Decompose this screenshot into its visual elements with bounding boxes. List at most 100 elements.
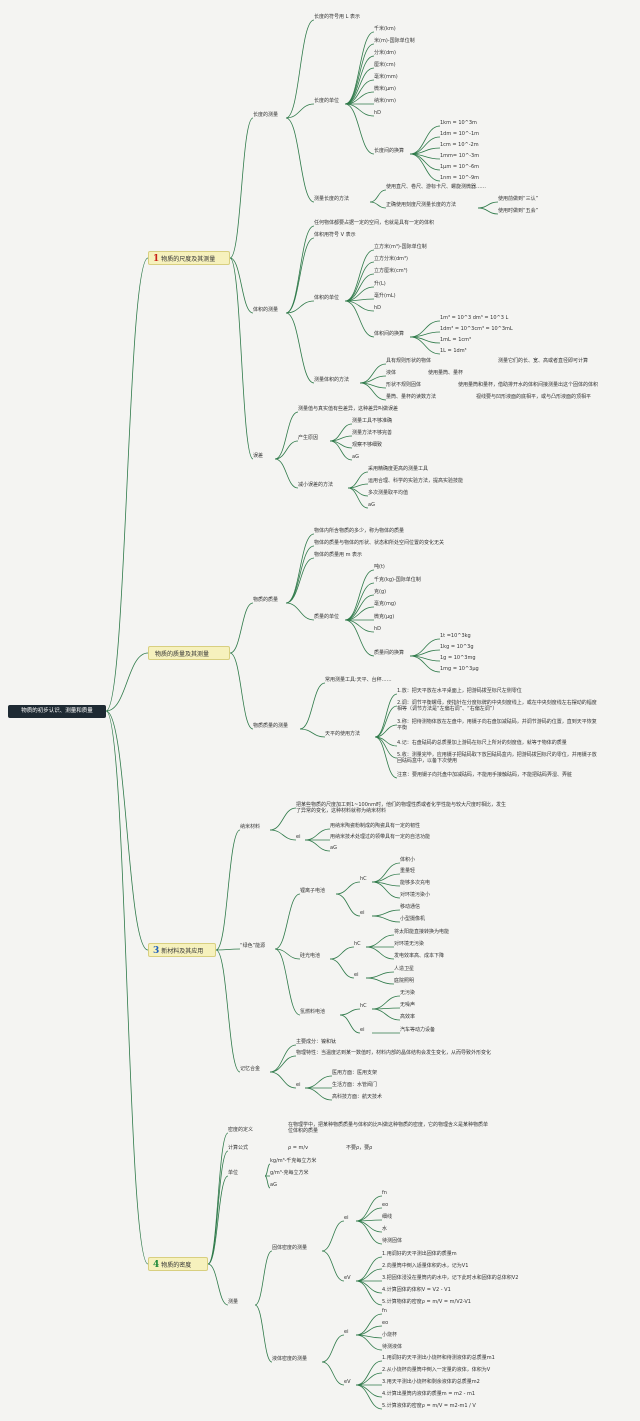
node[interactable]: 测量长度的方法 xyxy=(314,196,350,202)
node[interactable]: 产生原因 xyxy=(298,435,319,441)
node-formula[interactable]: 计算公式 xyxy=(228,1145,249,1151)
node[interactable]: ei xyxy=(344,1215,349,1221)
node[interactable]: aG xyxy=(330,845,337,851)
conversion[interactable]: 1dm = 10^-1m xyxy=(440,131,480,137)
conversion[interactable]: 1mg = 10^3μg xyxy=(440,666,479,672)
step[interactable]: 3.用天平测出小烧杯和剩余液体的总质量m2 xyxy=(382,1379,480,1385)
step[interactable]: 4.计算固体的体积V = V2 - V1 xyxy=(382,1287,451,1293)
unit[interactable]: hD xyxy=(374,305,382,311)
node[interactable]: 形状不规则固体 xyxy=(386,382,422,388)
step[interactable]: 2.从小烧杯向量筒中倒入一定量的液体，体积为V xyxy=(382,1367,491,1373)
unit[interactable]: 分米(dm) xyxy=(374,50,396,56)
node[interactable]: eo xyxy=(382,1320,389,1326)
unit[interactable]: hD xyxy=(374,626,382,632)
node[interactable]: 细线 xyxy=(382,1214,393,1220)
unit[interactable]: 微米(μm) xyxy=(374,86,396,92)
conversion[interactable]: 1mm= 10^-3m xyxy=(440,153,480,159)
unit[interactable]: 吨(t) xyxy=(374,564,385,570)
node[interactable]: aG xyxy=(368,502,375,508)
conversion[interactable]: 1mL = 1cm³ xyxy=(440,337,472,343)
node[interactable]: 使用量筒、量杯 xyxy=(428,370,464,376)
node[interactable]: 锂离子电池 xyxy=(300,888,326,894)
conversion[interactable]: 1kg = 10^3g xyxy=(440,644,474,650)
step[interactable]: 3.把固体浸没在量筒内的水中，记下此时水和固体的总体积V2 xyxy=(382,1275,519,1281)
node[interactable]: 用纳米技术处理过的领带具有一定的自洁功能 xyxy=(330,834,431,840)
node[interactable]: 长度的符号用 L 表示 xyxy=(314,14,360,20)
node[interactable]: ei xyxy=(296,834,301,840)
node[interactable]: 无污染 xyxy=(400,990,416,996)
node[interactable]: 使用直尺、卷尺、游标卡尺、螺旋测微器…… xyxy=(386,184,487,190)
node[interactable]: 汽车等动力设备 xyxy=(400,1027,436,1033)
node[interactable]: 体积的单位 xyxy=(314,295,340,301)
unit[interactable]: 立方厘米(cm³) xyxy=(374,268,408,274)
step[interactable]: 1.用调好的天平测出固体的质量m xyxy=(382,1251,457,1257)
node[interactable]: 氢燃料电池 xyxy=(300,1009,326,1015)
unit[interactable]: 毫克(mg) xyxy=(374,601,396,607)
node[interactable]: 任何物体都要占据一定的空间，也就是具有一定的体积 xyxy=(314,220,435,226)
step[interactable]: 5.计算液体的密度ρ = m/V = m2-m1 / V xyxy=(382,1403,476,1409)
node[interactable]: 测量工具不够准确 xyxy=(352,418,393,424)
node[interactable]: 物体内所含物质的多少，称为物体的质量 xyxy=(314,528,405,534)
node[interactable]: 长度间的换算 xyxy=(374,148,405,154)
node[interactable]: hC xyxy=(360,1003,367,1009)
node[interactable]: 将太阳能直接转换为电能 xyxy=(394,929,450,935)
node[interactable]: hC xyxy=(360,876,367,882)
unit[interactable]: 千克(kg)-国际单位制 xyxy=(374,577,421,583)
conversion[interactable]: 1g = 10^3mg xyxy=(440,655,476,661)
node[interactable]: 移动通信 xyxy=(400,904,421,910)
node-length[interactable]: 长度的测量 xyxy=(253,112,279,118)
node-density-def[interactable]: 密度的定义 xyxy=(228,1127,254,1133)
node[interactable]: 常用测量工具:天平、台秤…… xyxy=(325,677,392,683)
node[interactable]: 测量值与真实值有些差异，这种差异叫做误差 xyxy=(298,406,399,412)
conversion[interactable]: 1dm³ = 10^3cm³ = 10^3mL xyxy=(440,326,513,332)
step[interactable]: 1.用调好的天平测出小烧杯和待测液体的总质量m1 xyxy=(382,1355,495,1361)
unit[interactable]: 升(L) xyxy=(374,281,386,287)
node[interactable]: 视线要与凹形液面的底相平，或与凸形液面的顶相平 xyxy=(476,394,592,400)
node[interactable]: 量筒、量杯的读数方法 xyxy=(386,394,437,400)
node[interactable]: 使用量筒和量杯，借助排开水的体积间接测量出这个固体的体积 xyxy=(458,382,599,388)
node[interactable]: 物体的质量用 m 表示 xyxy=(314,552,363,558)
unit[interactable]: 克(g) xyxy=(374,589,387,595)
topic-mass-measurement[interactable]: 物质的质量及其测量 xyxy=(148,646,230,660)
node[interactable]: 小型摄像机 xyxy=(400,916,426,922)
node[interactable]: eo xyxy=(382,1202,389,1208)
node[interactable]: 测量它们的长、宽、高或者直径即可计算 xyxy=(498,358,589,364)
node[interactable]: ei xyxy=(360,910,365,916)
node[interactable]: 待测固体 xyxy=(382,1238,403,1244)
conversion[interactable]: 1cm = 10^-2m xyxy=(440,142,479,148)
node[interactable]: 体积间的换算 xyxy=(374,331,405,337)
node[interactable]: 固体密度的测量 xyxy=(272,1245,308,1251)
node[interactable]: ρ = m/v xyxy=(288,1145,309,1151)
step[interactable]: 3.称：把待测物体放在左盘中，用镊子向右盘加减砝码，并调节游码的位置，直到天平恢… xyxy=(397,719,597,731)
node[interactable]: 水 xyxy=(382,1226,388,1232)
node[interactable]: 把某些物质的尺度加工到1~100nm时，他们的物理性质或者化学性能与较大尺度时相… xyxy=(296,802,506,814)
node[interactable]: 医用方面：医用支架 xyxy=(332,1070,378,1076)
unit[interactable]: 厘米(cm) xyxy=(374,62,396,68)
node[interactable]: 用纳米陶瓷粉制成的陶瓷具有一定的韧性 xyxy=(330,823,421,829)
node[interactable]: 液体 xyxy=(386,370,397,376)
node[interactable]: 主要成分：镍和钛 xyxy=(296,1039,337,1045)
node[interactable]: 测量方法不够完善 xyxy=(352,430,393,436)
node[interactable]: 高科技方面：航天技术 xyxy=(332,1094,383,1100)
node[interactable]: 观察不够细致 xyxy=(352,442,383,448)
node[interactable]: 庭院照明 xyxy=(394,978,415,984)
node[interactable]: fn xyxy=(382,1190,387,1196)
node[interactable]: 硅光电池 xyxy=(300,953,321,959)
node[interactable]: 天平的使用方法 xyxy=(325,731,361,737)
step[interactable]: 2.调：调节平衡螺母，使指针在分度标牌的中央刻度线上，或在中央刻度线左右摆动的幅… xyxy=(397,700,597,712)
node[interactable]: 减小误差的方法 xyxy=(298,482,334,488)
node-green-energy[interactable]: “绿色”能源 xyxy=(240,943,266,949)
node-mass-measure[interactable]: 物质质量的测量 xyxy=(253,723,289,729)
unit[interactable]: 千米(km) xyxy=(374,26,396,32)
node[interactable]: 物体的质量与物体的形状、状态和所处空间位置的变化无关 xyxy=(314,540,445,546)
step[interactable]: 4.记：右盘砝码的总质量加上游码在标尺上所对的刻度值，就等于物体的质量 xyxy=(397,740,567,746)
node[interactable]: aG xyxy=(270,1182,277,1188)
unit[interactable]: 立方分米(dm³) xyxy=(374,256,408,262)
node[interactable]: 质量间的换算 xyxy=(374,650,405,656)
node[interactable]: hC xyxy=(354,941,361,947)
conversion[interactable]: 1km = 10^3m xyxy=(440,120,477,126)
node[interactable]: 高效率 xyxy=(400,1014,416,1020)
root-topic[interactable]: 物质的初步认识、测量和质量 xyxy=(8,705,106,718)
node[interactable]: 使用前做到“三认” xyxy=(498,196,539,202)
